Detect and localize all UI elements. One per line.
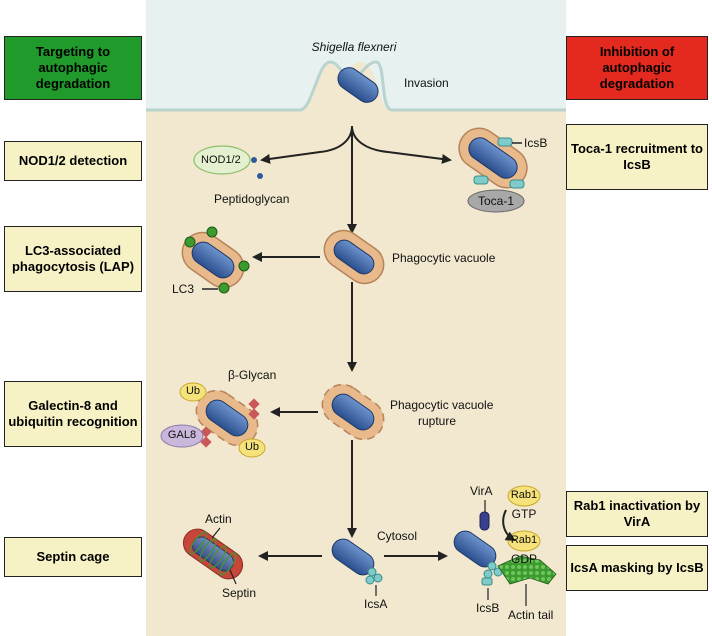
gal8-label: GAL8: [167, 429, 197, 441]
actin-tail: [497, 555, 557, 585]
septin-label: Septin: [222, 586, 257, 600]
arrow-to-nod: [260, 125, 353, 164]
lap-box: LC3-associated phagocytosis (LAP): [4, 226, 142, 292]
rab1-bottom-label: Rab1: [510, 534, 538, 546]
shigella-label: Shigella flexneri: [311, 40, 397, 54]
vira-label: VirA: [470, 484, 493, 498]
phagocytic-vacuole-label: Phagocytic vacuole: [392, 251, 496, 265]
icsb-bottom-label: IcsB: [476, 601, 500, 615]
galectin-ubiquitin-box: Galectin-8 and ubiquitin recognition: [4, 381, 142, 447]
icsb-vacuole-bacterium: [458, 127, 528, 189]
beta-glycan-label: β-Glycan: [228, 368, 277, 382]
nod-detection-box: NOD1/2 detection: [4, 141, 142, 181]
ub-top-label: Ub: [185, 385, 201, 397]
rupture-label-line2: rupture: [418, 414, 457, 428]
invading-bacterium: [337, 67, 379, 103]
septin-cage-box: Septin cage: [4, 537, 142, 577]
peptidoglycan-label: Peptidoglycan: [214, 192, 290, 206]
rab1-inactivation-arrow: [502, 509, 516, 542]
actin-pointer: [211, 527, 221, 539]
extracellular-space: [146, 0, 566, 110]
gtp-label: GTP: [511, 507, 537, 521]
rab1-top-label: Rab1: [510, 489, 538, 501]
targeting-autophagic-box: Targeting to autophagic degradation: [4, 36, 142, 100]
nod12-label: NOD1/2: [201, 154, 241, 166]
actin-label: Actin: [205, 512, 232, 526]
ub-badge-bottom: [238, 438, 266, 458]
nod12-receptor: [193, 145, 251, 175]
inhibition-autophagic-box: Inhibition of autophagic degradation: [566, 36, 708, 100]
arrow-to-toca: [351, 125, 452, 164]
lc3-label: LC3: [172, 282, 195, 296]
ub-badge-top: [179, 382, 207, 402]
actin-tail-label: Actin tail: [508, 608, 554, 622]
rab1-inactivation-box: Rab1 inactivation by VirA: [566, 491, 708, 537]
icsa-label: IcsA: [364, 597, 388, 611]
lap-vacuole: [181, 226, 250, 294]
septin-pointer: [229, 569, 237, 585]
rupture-label-line1: Phagocytic vacuole: [390, 398, 494, 412]
vira-protein: [479, 511, 490, 531]
toca-recruitment-box: Toca-1 recruitment to IcsB: [566, 124, 708, 190]
icsb-top-label: IcsB: [524, 136, 548, 150]
phagocytic-vacuole: [323, 229, 385, 285]
ub-bottom-label: Ub: [244, 441, 260, 453]
gdp-label: GDP: [510, 552, 538, 566]
septin-caged-bacterium: [182, 528, 244, 580]
toca1-label: Toca-1: [478, 194, 515, 208]
icsa-masking-box: IcsA masking by IcsB: [566, 545, 708, 591]
invasion-label: Invasion: [404, 76, 449, 90]
toca1-protein: [467, 189, 525, 213]
peptidoglycan-dot: [257, 173, 263, 179]
icsb-masked-bacterium: [453, 530, 503, 586]
cytosol-label: Cytosol: [377, 529, 418, 543]
rab1-gtp-badge: [507, 485, 541, 507]
cytosolic-bacterium: [331, 538, 383, 585]
ruptured-vacuole: [321, 383, 385, 441]
galectin-vacuole: [195, 389, 260, 448]
peptidoglycan-dot: [251, 157, 257, 163]
gal8-protein: [160, 424, 204, 448]
